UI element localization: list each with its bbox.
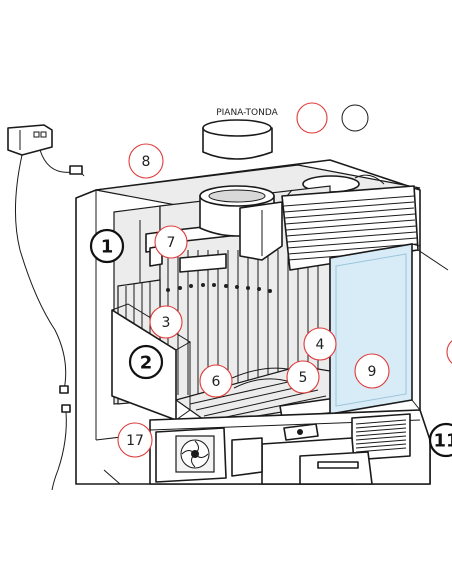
ash-drawer xyxy=(261,423,373,485)
top-label: PIANA-TONDA xyxy=(216,108,278,118)
control-box xyxy=(7,124,53,156)
svg-text:9: 9 xyxy=(368,364,377,380)
svg-text:3: 3 xyxy=(162,315,171,331)
callout-1: 1 xyxy=(89,228,125,264)
lower-parts xyxy=(90,437,263,485)
svg-text:6: 6 xyxy=(212,374,221,390)
partial-callout-top-2 xyxy=(341,104,369,132)
callout-17: 17 xyxy=(117,422,153,458)
svg-text:11: 11 xyxy=(433,431,452,452)
callout-5: 5 xyxy=(286,360,320,394)
svg-text:7: 7 xyxy=(167,235,176,251)
smoke-duct xyxy=(239,189,293,261)
svg-text:17: 17 xyxy=(126,433,144,449)
partial-callout-right xyxy=(446,340,452,364)
svg-text:2: 2 xyxy=(140,353,153,374)
vent-grille xyxy=(351,413,411,461)
svg-text:1: 1 xyxy=(101,237,114,258)
callout-11: 11 xyxy=(428,422,452,458)
partial-callout-top-1 xyxy=(296,102,328,134)
fan-unit xyxy=(155,427,227,483)
callout-3: 3 xyxy=(149,305,183,339)
svg-text:8: 8 xyxy=(142,154,151,170)
svg-text:5: 5 xyxy=(299,370,308,386)
glass-door xyxy=(329,243,421,415)
callout-6: 6 xyxy=(199,364,233,398)
svg-text:4: 4 xyxy=(316,337,325,353)
flue-collar-top xyxy=(202,119,273,160)
callout-9: 9 xyxy=(354,353,390,389)
power-cable xyxy=(15,149,85,491)
callout-8: 8 xyxy=(128,143,164,179)
callout-4: 4 xyxy=(303,327,337,361)
callout-2: 2 xyxy=(128,344,164,380)
callout-7: 7 xyxy=(154,225,188,259)
